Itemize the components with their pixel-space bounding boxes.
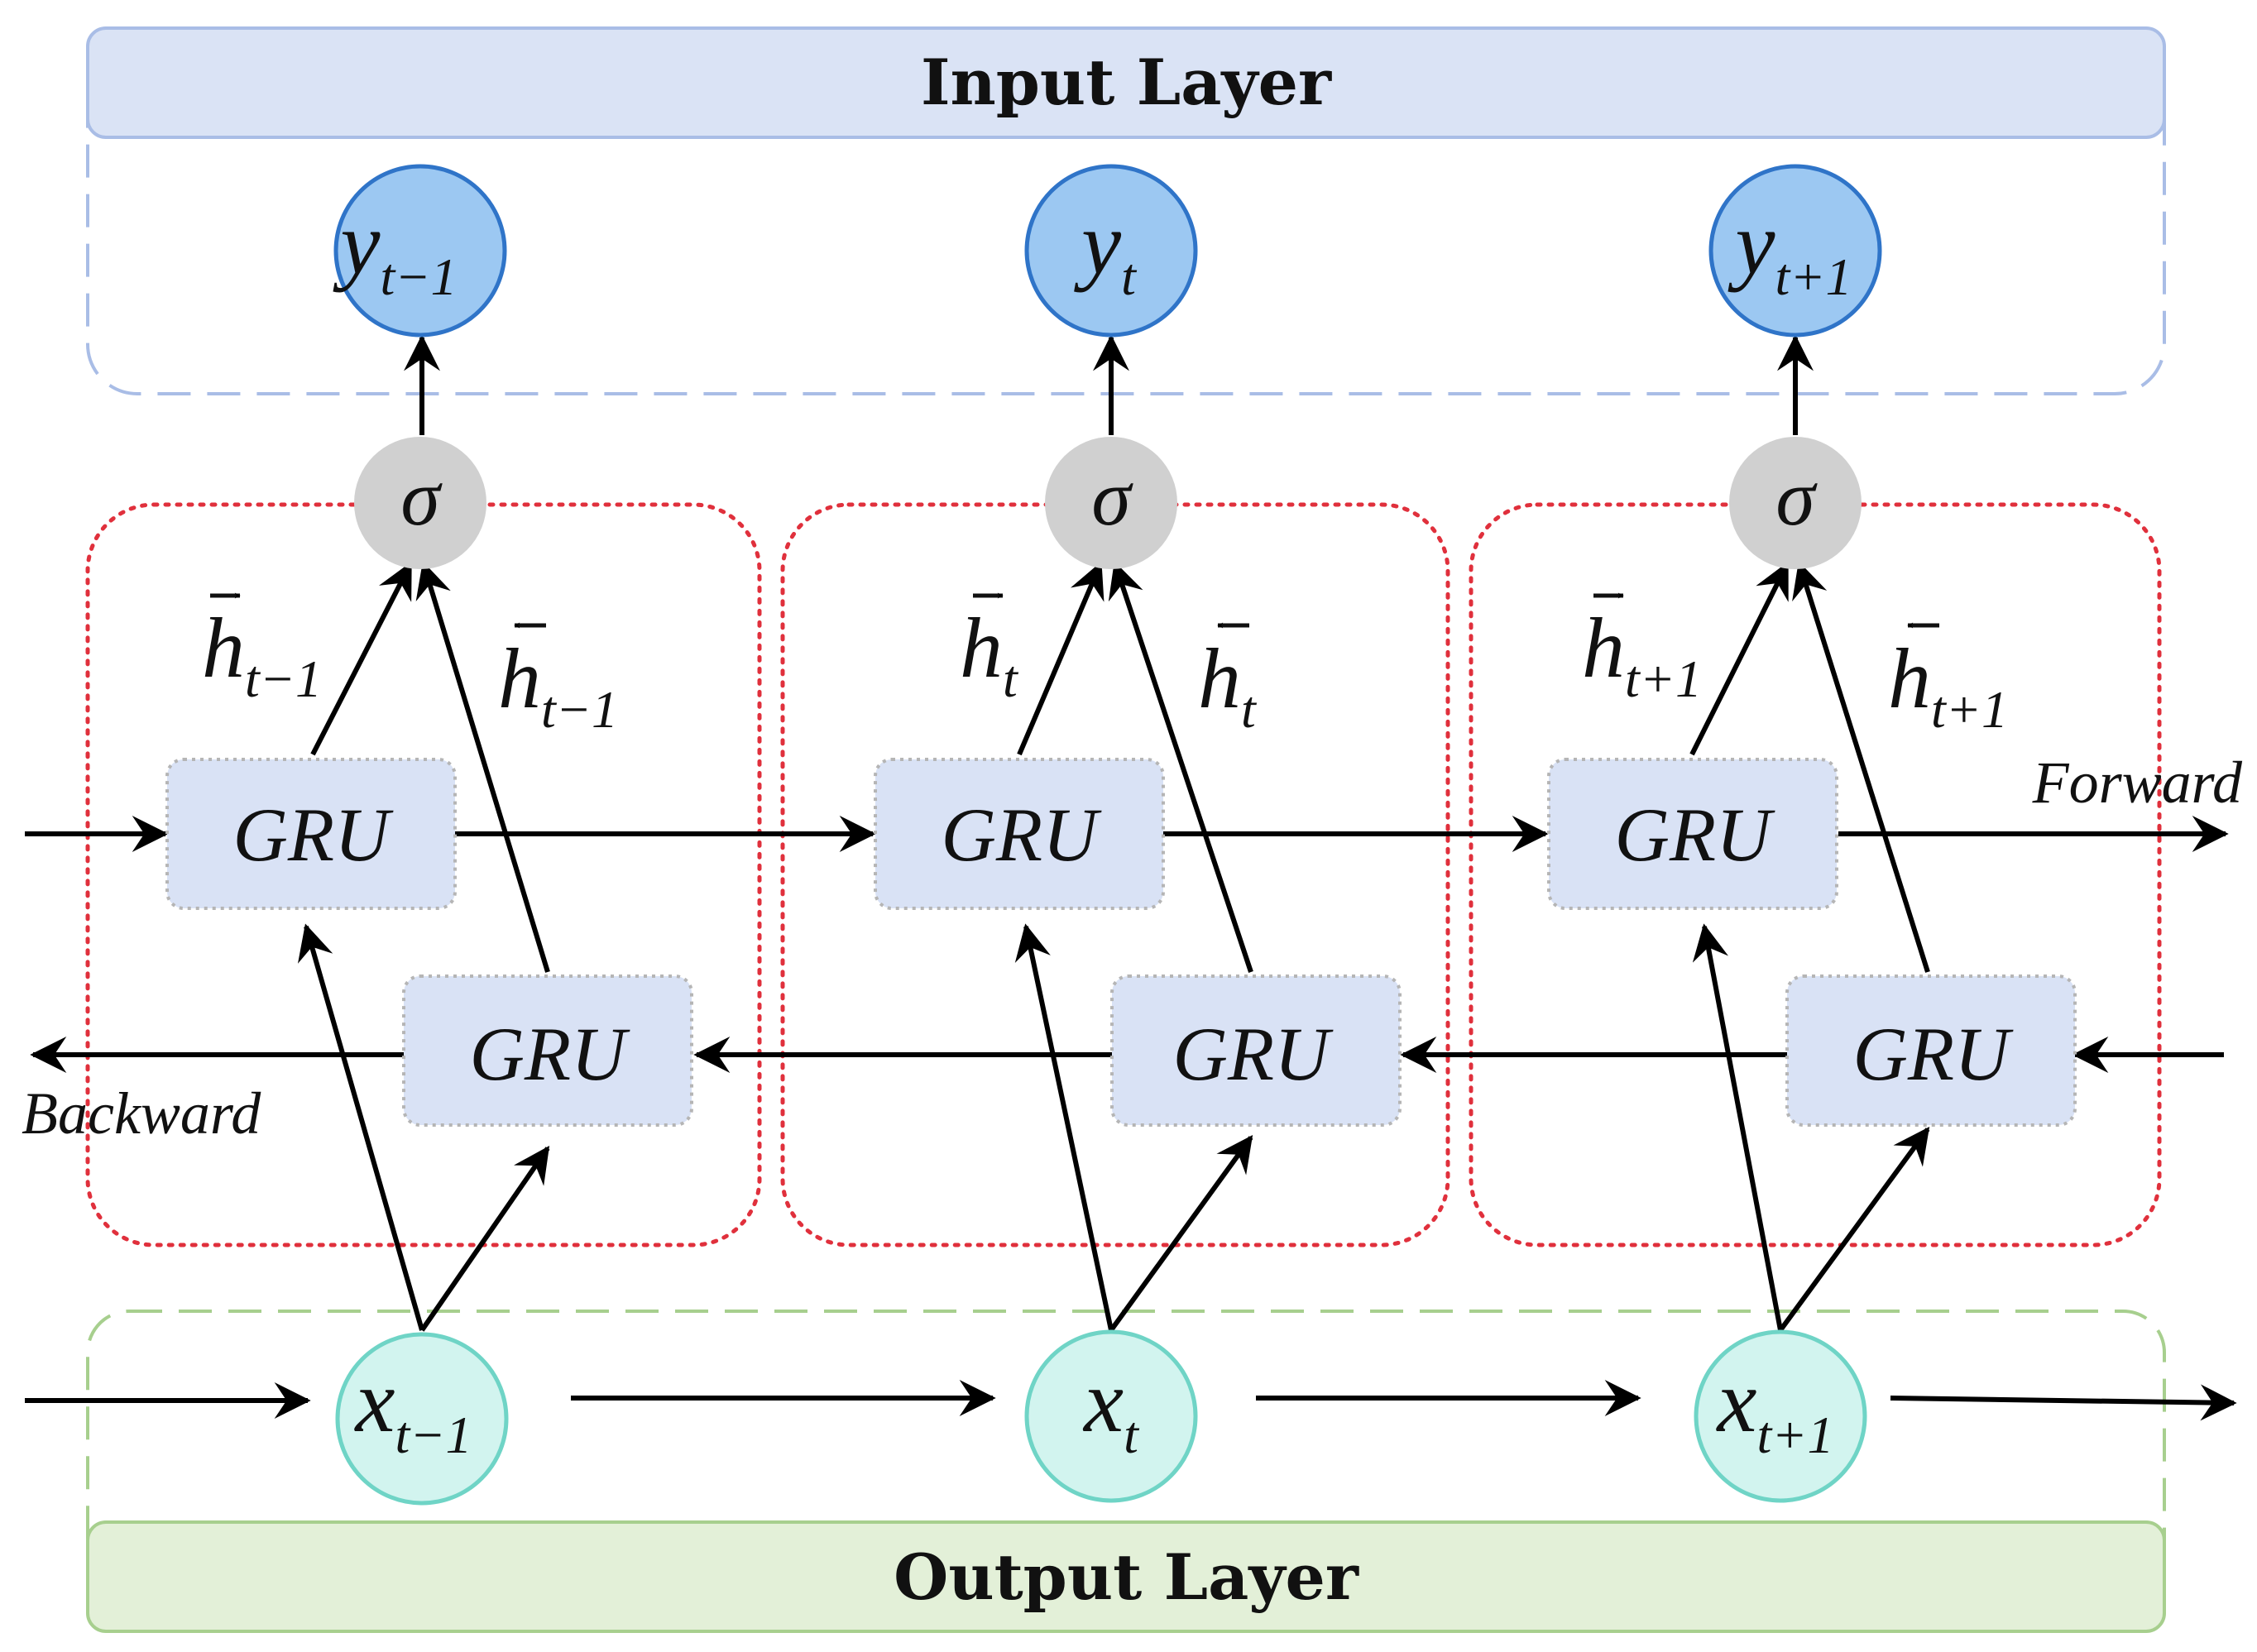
x-2-base: x: [1082, 1353, 1124, 1451]
h-backward-1: ht−1: [498, 622, 618, 739]
x-1-sub: t−1: [395, 1405, 472, 1464]
y-node-2: yt: [1024, 164, 1198, 338]
sigma-node-3: σ: [1729, 437, 1862, 569]
x-node-1: xt−1: [335, 1332, 509, 1506]
hb-3-base: h: [1888, 631, 1931, 726]
x-node-3: xt+1: [1694, 1329, 1867, 1503]
svg-text:ht: ht: [1198, 631, 1258, 739]
sigma-nodes: σ σ σ: [354, 437, 1862, 569]
y-3-base: y: [1727, 194, 1775, 293]
gru-forward-2: GRU: [874, 758, 1165, 910]
y-node-1: yt−1: [333, 164, 507, 338]
sigma-2-label: σ: [1091, 453, 1133, 542]
sigma-3-label: σ: [1775, 453, 1818, 542]
gru-backward-1-label: GRU: [469, 1012, 630, 1096]
sigma-node-1: σ: [354, 437, 486, 569]
svg-text:yt+1: yt+1: [1727, 194, 1852, 306]
x-node-2: xt: [1024, 1329, 1198, 1503]
svg-text:xt+1: xt+1: [1716, 1353, 1834, 1464]
input-layer-bar: [86, 26, 2166, 139]
sigma-1-label: σ: [400, 453, 443, 542]
hf-3-sub: t+1: [1625, 649, 1702, 708]
h-backward-2: ht: [1198, 622, 1258, 739]
svg-text:yt: yt: [1073, 194, 1138, 306]
cell-2-connections: [1014, 334, 1253, 1332]
svg-text:ht−1: ht−1: [498, 631, 618, 739]
y-1-base: y: [333, 194, 381, 293]
output-layer-label: Output Layer: [894, 1540, 1359, 1614]
svg-text:xt−1: xt−1: [354, 1353, 472, 1464]
gru-forward-3: GRU: [1547, 758, 1838, 910]
y-2-sub: t: [1121, 247, 1138, 306]
y-1-sub: t−1: [380, 247, 457, 306]
x-2-sub: t: [1124, 1405, 1140, 1464]
h-forward-1: ht−1: [202, 592, 322, 708]
gru-blocks: GRU GRU GRU GRU GRU GRU: [165, 758, 2077, 1127]
hf-2-sub: t: [1003, 649, 1019, 708]
hf-1-base: h: [202, 601, 245, 696]
input-layer-dashed-region: [86, 31, 2166, 395]
y-2-base: y: [1073, 194, 1121, 293]
input-sequence-arrows: [25, 1380, 2237, 1421]
hidden-state-labels: ht−1 ht−1 ht ht ht+1: [202, 592, 2008, 739]
sigma-node-2: σ: [1045, 437, 1177, 569]
gru-forward-3-label: GRU: [1614, 792, 1775, 877]
hb-1-sub: t−1: [541, 680, 618, 739]
hb-3-sub: t+1: [1931, 680, 2008, 739]
h-forward-2: ht: [960, 592, 1019, 708]
x-3-base: x: [1716, 1353, 1757, 1451]
svg-text:xt: xt: [1082, 1353, 1140, 1464]
gru-backward-3: GRU: [1785, 974, 2077, 1127]
h-backward-3: ht+1: [1888, 622, 2008, 739]
hb-1-base: h: [498, 631, 541, 726]
cell-1-connections: [297, 334, 550, 1332]
h-forward-3: ht+1: [1582, 592, 1702, 708]
x-nodes: xt−1 xt xt+1: [335, 1329, 1867, 1506]
svg-text:ht+1: ht+1: [1888, 631, 2008, 739]
forward-label: Forward: [2032, 749, 2243, 816]
svg-text:yt−1: yt−1: [333, 194, 458, 306]
y-node-3: yt+1: [1708, 164, 1882, 338]
output-layer: Output Layer: [86, 1310, 2166, 1633]
svg-text:ht: ht: [960, 601, 1019, 708]
gru-forward-1-label: GRU: [232, 792, 394, 877]
svg-text:ht−1: ht−1: [202, 601, 322, 708]
hf-3-base: h: [1582, 601, 1625, 696]
backward-label: Backward: [22, 1080, 261, 1147]
gru-backward-2: GRU: [1110, 974, 1402, 1127]
x-3-sub: t+1: [1756, 1405, 1833, 1464]
x-1-base: x: [354, 1353, 395, 1451]
y-nodes: yt−1 yt yt+1: [333, 164, 1882, 338]
cell-3-connections: [1689, 334, 1930, 1332]
svg-text:ht+1: ht+1: [1582, 601, 1702, 708]
gru-backward-1: GRU: [402, 974, 693, 1127]
hf-1-sub: t−1: [245, 649, 322, 708]
gru-forward-1: GRU: [165, 758, 457, 910]
hf-2-base: h: [960, 601, 1003, 696]
gru-forward-2-label: GRU: [941, 792, 1102, 877]
output-layer-bar: [86, 1520, 2166, 1633]
gru-backward-3-label: GRU: [1852, 1012, 2014, 1096]
input-layer: Input Layer: [86, 26, 2166, 395]
y-3-sub: t+1: [1775, 247, 1852, 306]
hb-2-base: h: [1198, 631, 1241, 726]
hb-2-sub: t: [1241, 680, 1258, 739]
input-layer-label: Input Layer: [921, 45, 1332, 119]
gru-backward-2-label: GRU: [1172, 1012, 1334, 1096]
